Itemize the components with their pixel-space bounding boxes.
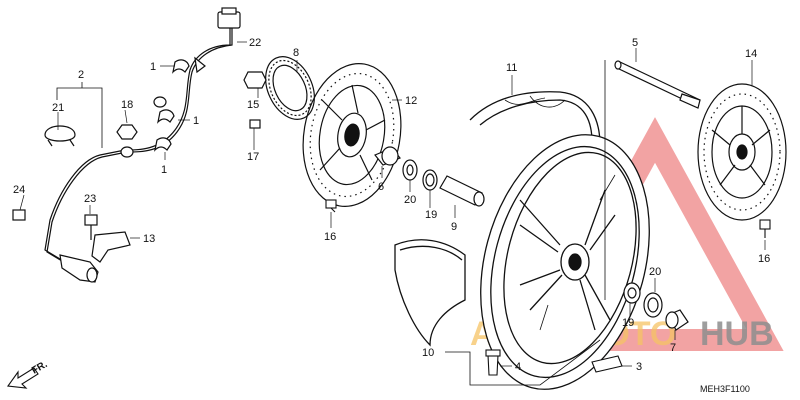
diagram-code: MEH3F1100 (700, 384, 750, 394)
callout-11: 11 (506, 62, 517, 74)
front-wheel (394, 91, 650, 390)
callout-labels: 1 1 1 2 3 4 5 6 7 8 9 10 11 12 13 14 15 … (13, 37, 770, 373)
sensor-wiring (12, 7, 241, 283)
watermark-hub: HUB (700, 315, 774, 353)
front-direction-indicator: FR. (7, 359, 50, 389)
callout-9: 9 (451, 221, 457, 233)
callout-16a: 16 (324, 231, 336, 243)
callout-6: 6 (378, 181, 384, 193)
callout-5: 5 (632, 37, 638, 49)
callout-21: 21 (52, 102, 64, 114)
callout-4: 4 (515, 361, 521, 373)
callout-7: 7 (670, 342, 676, 354)
direction-label: FR. (30, 359, 50, 377)
brake-disc-right (697, 83, 787, 221)
callout-24: 24 (13, 184, 25, 196)
callout-19b: 19 (622, 317, 634, 329)
leader-lines (19, 41, 766, 367)
callout-16b: 16 (758, 253, 770, 265)
callout-2-bracket (56, 82, 103, 148)
axle-parts-right (623, 282, 689, 331)
callout-20b: 20 (649, 266, 661, 278)
callout-10-bracket (445, 339, 601, 386)
callout-12: 12 (405, 95, 417, 107)
axle-parts-left (374, 146, 485, 207)
callout-3: 3 (636, 361, 642, 373)
pulser-ring (243, 56, 315, 129)
arrow-icon (7, 367, 39, 389)
callout-1b: 1 (193, 115, 199, 127)
bolt-16-left (325, 199, 337, 213)
front-axle (604, 60, 701, 300)
callout-18: 18 (121, 99, 133, 111)
valve-4 (485, 349, 501, 376)
callout-19a: 19 (425, 209, 437, 221)
callout-10: 10 (422, 347, 434, 359)
callout-1c: 1 (161, 164, 167, 176)
callout-8: 8 (293, 47, 299, 59)
bolt-16-right (759, 219, 771, 238)
brake-disc-left (302, 63, 402, 207)
callout-20a: 20 (404, 194, 416, 206)
callout-23: 23 (84, 193, 96, 205)
callout-15: 15 (247, 99, 259, 111)
callout-13: 13 (143, 233, 155, 245)
callout-22: 22 (249, 37, 261, 49)
callout-14: 14 (745, 48, 757, 60)
callout-2: 2 (78, 69, 84, 81)
callout-1a: 1 (150, 61, 156, 73)
callout-17: 17 (247, 151, 259, 163)
